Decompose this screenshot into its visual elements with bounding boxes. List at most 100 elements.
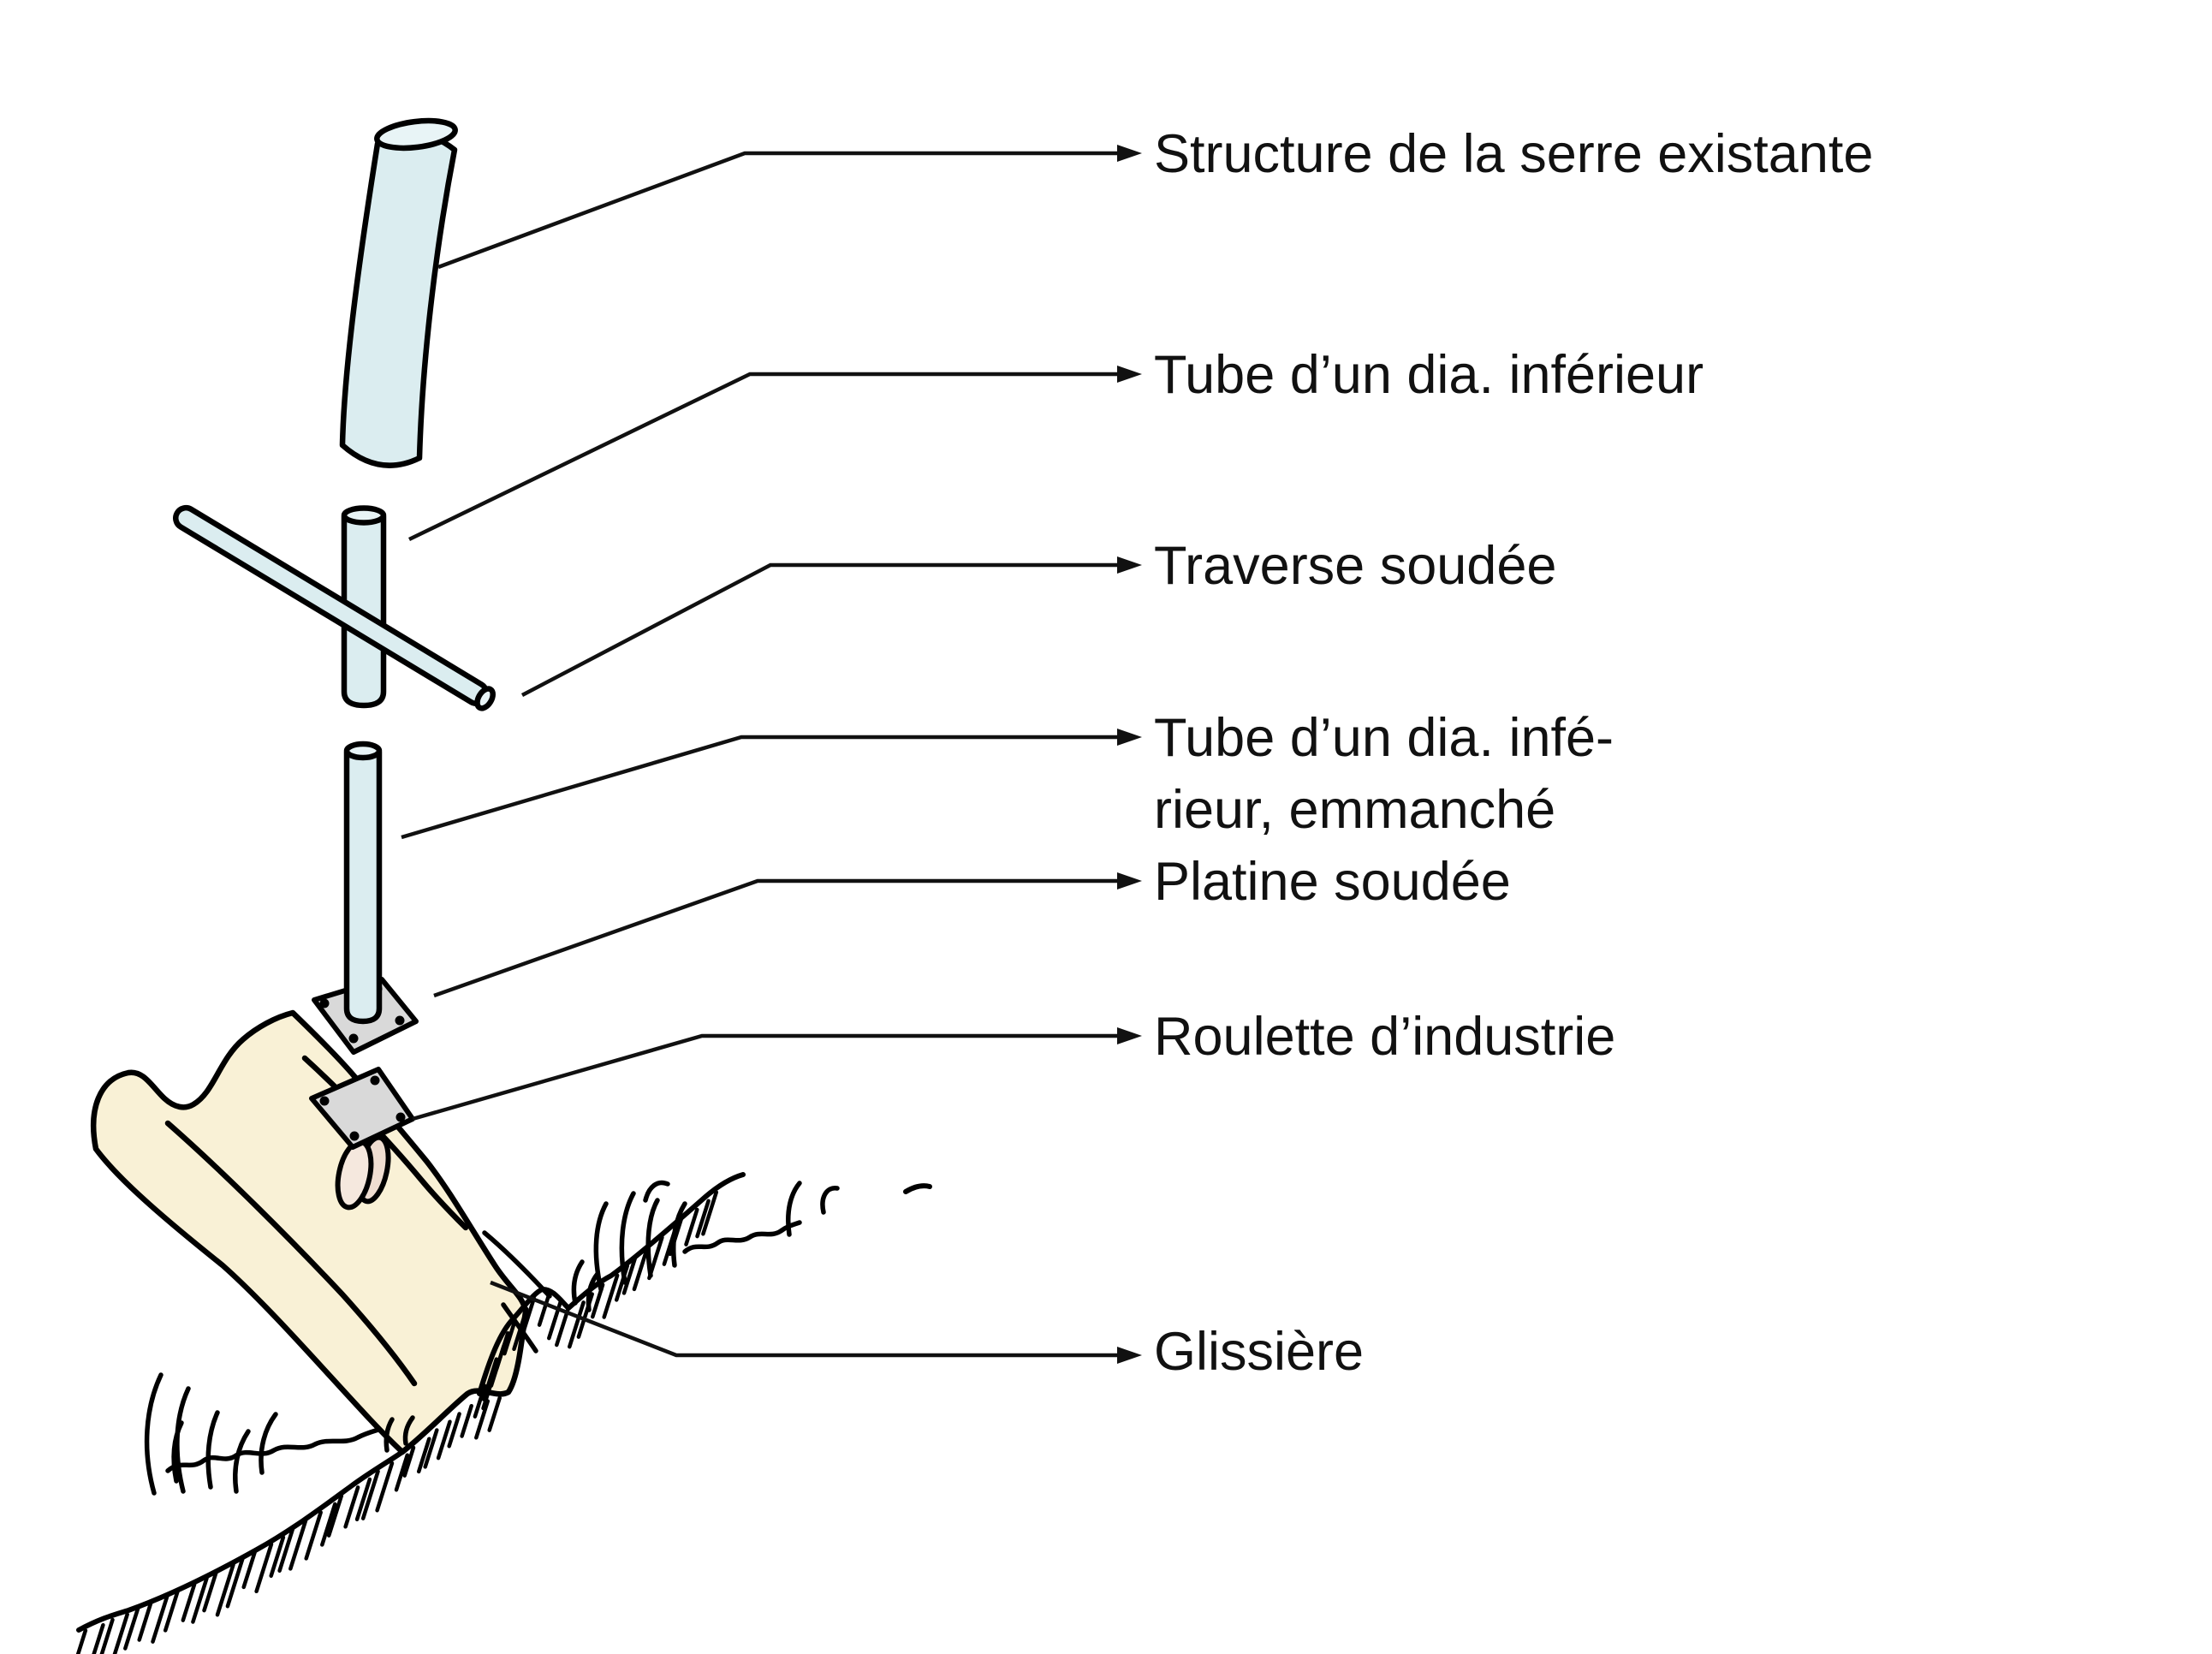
hatch-stroke <box>537 1291 552 1327</box>
hatch-stroke <box>202 1569 219 1613</box>
hatch-stroke <box>354 1477 372 1521</box>
structure-tube-cap <box>374 117 458 152</box>
arrow-right-icon <box>1117 366 1142 383</box>
grass-stroke <box>786 1181 802 1237</box>
grass-stroke <box>165 1427 381 1473</box>
hatch-stroke <box>394 1453 410 1492</box>
grass-stroke <box>384 1417 395 1453</box>
leader-tube-emmanche <box>401 735 1119 840</box>
leader-traverse <box>520 562 1119 697</box>
hatch-stroke <box>123 1606 140 1651</box>
label-glissiere: Glissière <box>1154 1322 1364 1382</box>
hatch-stroke <box>343 1485 360 1529</box>
hatch-stroke <box>602 1273 620 1319</box>
platine-assembly <box>312 741 419 1055</box>
traverse-body <box>173 504 490 706</box>
grass-stroke <box>643 1180 670 1203</box>
label-tube-inferieur: Tube d’un dia. inférieur <box>1154 345 1704 405</box>
grass-stroke <box>259 1412 278 1475</box>
grass-stroke <box>645 1198 660 1278</box>
hatch-stroke <box>695 1199 711 1239</box>
hatch-stroke <box>137 1600 153 1642</box>
label-traverse: Traverse soudée <box>1154 536 1556 596</box>
ground-line-left <box>76 1449 405 1633</box>
hatch-stroke <box>360 1469 380 1520</box>
caster-plate-bolt-holes <box>319 1075 406 1141</box>
structure-tube-body <box>339 130 458 468</box>
structure-tube <box>339 117 458 468</box>
hatch-stroke <box>474 1399 491 1440</box>
leader-lines <box>401 145 1142 1364</box>
hatch-stroke <box>163 1588 181 1633</box>
hatch-stroke <box>416 1437 431 1474</box>
leader-structure <box>437 151 1119 270</box>
hatch-stroke <box>684 1207 699 1246</box>
label-tube-emmanche-l2: rieur, emmanché <box>1154 780 1555 840</box>
hatch-stroke <box>112 1612 129 1654</box>
ground <box>75 1172 932 1654</box>
hatch-stroke <box>326 1493 344 1538</box>
hatch-stroke <box>225 1556 245 1609</box>
hatch-stroke <box>520 1296 537 1336</box>
labels: Structure de la serre existante Tube d’u… <box>1154 124 1873 1382</box>
grass-stroke <box>171 1420 184 1484</box>
grass-stroke <box>820 1186 840 1215</box>
hatch-stroke <box>320 1502 337 1547</box>
hatch-stroke <box>447 1412 461 1449</box>
arrow-right-icon <box>1117 729 1142 746</box>
label-tube-emmanche-l1: Tube d’un dia. infé- <box>1154 708 1614 768</box>
hatch-stroke <box>487 1395 502 1432</box>
hatch-stroke <box>423 1428 439 1469</box>
ground-dash <box>903 1183 932 1194</box>
traverse-tube <box>173 504 496 711</box>
arrow-right-icon <box>1117 1027 1142 1044</box>
traverse-end-cap <box>474 686 496 711</box>
hatch-stroke <box>495 1330 510 1371</box>
grass-stroke <box>571 1259 585 1306</box>
hatch-stroke <box>99 1617 115 1654</box>
hatch-stroke <box>215 1562 235 1617</box>
grass-stroke <box>671 1201 687 1268</box>
grass-stroke <box>619 1191 636 1285</box>
hatch-stroke <box>191 1576 209 1624</box>
hatch-stroke <box>555 1308 570 1348</box>
hatch-stroke <box>151 1594 169 1644</box>
hatch-stroke <box>460 1403 473 1438</box>
glissiere-body <box>91 1009 529 1455</box>
tube-emmanche-body <box>343 749 383 1025</box>
label-platine: Platine soudée <box>1154 852 1511 912</box>
arrow-right-icon <box>1117 872 1142 889</box>
arrow-right-icon <box>1117 145 1142 162</box>
grass-stroke <box>175 1386 191 1494</box>
grass-stroke <box>205 1410 220 1490</box>
hatch-stroke <box>277 1526 295 1573</box>
hatch-stroke <box>621 1254 638 1295</box>
hatch-stroke <box>701 1190 719 1236</box>
hatch-stroke <box>375 1461 395 1513</box>
hatch-stroke <box>512 1306 529 1352</box>
hatch-stroke <box>473 1383 487 1419</box>
grass-stroke <box>593 1201 609 1292</box>
hatch-stroke <box>481 1357 499 1401</box>
hatching <box>75 1190 719 1654</box>
grass-stroke <box>402 1415 415 1446</box>
leader-glissiere <box>490 1280 1119 1358</box>
hatch-stroke <box>436 1419 452 1461</box>
glissiere-slide <box>91 1009 552 1455</box>
hatch-stroke <box>304 1510 323 1561</box>
roulette-caster <box>309 1067 415 1211</box>
tube-traverse-assembly <box>173 504 496 711</box>
hatch-stroke <box>632 1245 650 1292</box>
label-roulette: Roulette d’industrie <box>1154 1007 1615 1067</box>
ground-line-right <box>477 1172 746 1396</box>
grass-stroke <box>586 1271 600 1312</box>
hatch-stroke <box>241 1549 258 1590</box>
grass-stroke <box>144 1372 164 1496</box>
grass-stroke <box>233 1429 251 1494</box>
grass <box>144 1180 840 1496</box>
leader-roulette <box>412 1033 1119 1122</box>
tube-emmanche-cap <box>343 741 383 761</box>
hatch-stroke <box>92 1622 105 1654</box>
